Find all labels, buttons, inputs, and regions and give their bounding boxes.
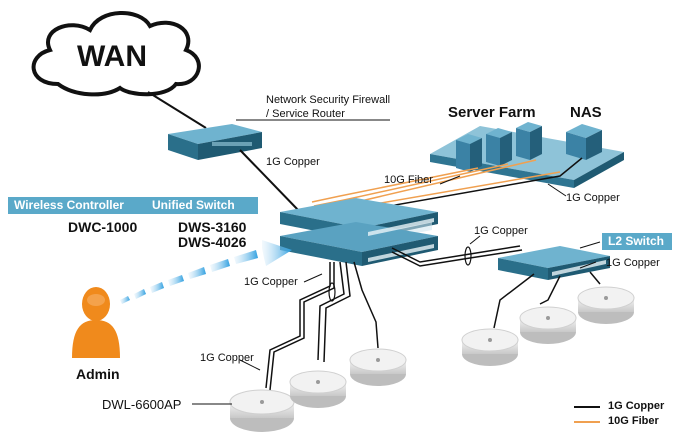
switch-l2-link-a — [391, 245, 521, 263]
server-icon — [516, 122, 542, 160]
legend-fiber-label: 10G Fiber — [608, 415, 659, 427]
access-point-icon — [519, 306, 577, 344]
nas-copper-link — [377, 157, 583, 209]
wan-label: WAN — [77, 40, 147, 73]
switch-l2-link-b — [391, 249, 523, 267]
l2-switch — [498, 246, 610, 280]
legend-copper-label: 1G Copper — [608, 400, 665, 412]
lag-ring — [328, 282, 336, 302]
access-point-icon — [349, 348, 407, 386]
fiber-leader — [439, 175, 461, 185]
admin-icon — [72, 287, 120, 358]
switch-ap-link-label-upper: 1G Copper — [244, 276, 298, 288]
l2-switch-banner: L2 Switch — [602, 233, 672, 250]
nas-label: NAS — [570, 104, 602, 121]
l2-leader — [579, 241, 601, 249]
firewall-label-line1: Network Security Firewall — [266, 94, 391, 106]
unified-switch-banner: Unified Switch — [146, 197, 258, 214]
switch-l2-link-label: 1G Copper — [474, 225, 528, 237]
router-switch-link — [239, 149, 301, 213]
wan-link — [147, 91, 207, 129]
lag-ring — [464, 246, 472, 266]
wireless-controller-banner: Wireless Controller — [8, 197, 148, 214]
admin-access-arrow — [120, 240, 292, 304]
server-icon — [456, 134, 482, 172]
access-point-icon — [461, 328, 519, 366]
nas-copper-leader — [547, 183, 567, 197]
server-farm-label: Server Farm — [448, 104, 536, 121]
l2-copper-leader — [469, 235, 481, 245]
access-point-icon — [289, 370, 347, 408]
fiber-link-label: 10G Fiber — [384, 174, 433, 186]
ap-copper-leader — [239, 359, 261, 371]
l2-ap-leader — [579, 261, 597, 269]
l2-ap-link-label: 1G Copper — [606, 257, 660, 269]
l2-ap-link-3 — [589, 271, 601, 285]
access-point-icon — [229, 389, 295, 432]
l2-ap-link-1 — [493, 273, 535, 329]
l2-ap-link-2 — [539, 275, 561, 305]
nas-copper-label: 1G Copper — [566, 192, 620, 204]
server-icon — [486, 128, 512, 166]
access-point-model-label: DWL-6600AP — [102, 397, 182, 412]
access-point-icon — [577, 286, 635, 324]
unified-switch-stack — [280, 198, 438, 266]
admin-label: Admin — [76, 366, 120, 382]
firewall-router — [168, 124, 262, 160]
ap-copper-leader — [303, 273, 323, 283]
firewall-label-line2: / Service Router — [266, 108, 345, 120]
unified-switch-model-2: DWS-4026 — [178, 234, 247, 250]
wireless-controller-model: DWC-1000 — [68, 219, 138, 235]
wan-cloud: WAN — [31, 11, 201, 97]
unified-switch-model-1: DWS-3160 — [178, 219, 247, 235]
router-switch-link-label: 1G Copper — [266, 156, 320, 168]
switch-ap-link-label-lower: 1G Copper — [200, 352, 254, 364]
nas-icon — [566, 124, 602, 160]
